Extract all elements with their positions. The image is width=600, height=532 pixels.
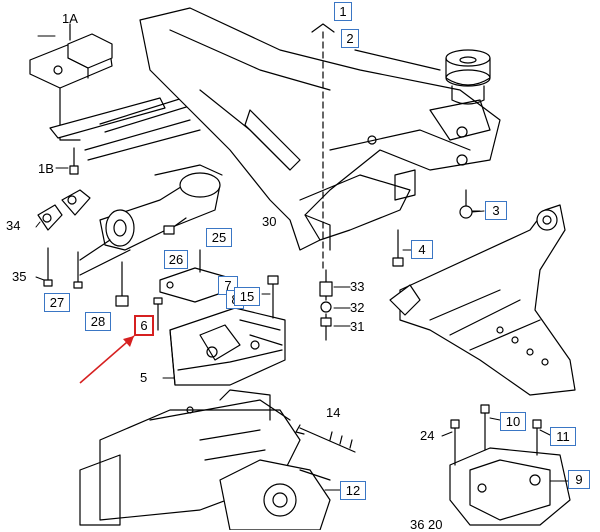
callout-32: 32: [350, 300, 365, 315]
callout-36: 36: [410, 517, 425, 532]
callout-24: 24: [420, 428, 435, 443]
callout-3: 3: [485, 201, 507, 220]
bolt-27: [73, 251, 83, 289]
bracket-1a: [29, 23, 113, 141]
subframe: [139, 7, 501, 251]
mount-9: [449, 404, 571, 526]
callout-12: 12: [340, 481, 366, 500]
callout-5: 5: [140, 370, 148, 385]
bracket-34: [37, 189, 91, 231]
rubber-mount: [445, 49, 491, 105]
bolt-3: [459, 189, 473, 219]
torque-rod: [79, 164, 223, 276]
callout-1b: 1B: [38, 161, 54, 176]
callout-20: 20: [428, 517, 443, 532]
callout-1: 1: [334, 2, 352, 21]
engine-mount: [153, 297, 286, 386]
highlight-arrow: [79, 335, 135, 384]
callout-4: 4: [411, 240, 433, 259]
callout-31: 31: [350, 319, 365, 334]
callout-6: 6: [134, 315, 154, 336]
callout-26: 26: [164, 250, 188, 269]
long-rail: [49, 79, 249, 161]
leader-lines: [35, 35, 569, 491]
callout-2: 2: [341, 29, 359, 48]
callout-11: 11: [550, 427, 576, 446]
bolt-4: [392, 229, 404, 267]
callout-34: 34: [6, 218, 21, 233]
callout-10: 10: [500, 412, 526, 431]
callout-1a: 1A: [62, 11, 78, 26]
callout-15: 15: [234, 287, 260, 306]
callout-30: 30: [262, 214, 277, 229]
callout-25: 25: [206, 228, 232, 247]
callout-33: 33: [350, 279, 365, 294]
bolt-14: [295, 424, 356, 453]
bolt-35: [43, 247, 53, 287]
callout-35: 35: [12, 269, 27, 284]
transmission-housing: [79, 389, 301, 526]
callout-9: 9: [568, 470, 590, 489]
bolt-stack: [319, 269, 333, 341]
bolt-28: [115, 261, 129, 307]
callout-27: 27: [44, 293, 70, 312]
bolt-1b: [69, 147, 79, 175]
bolt-25: [163, 217, 187, 235]
bracket-7: [159, 249, 231, 303]
control-arm: [389, 204, 576, 396]
callout-14: 14: [326, 405, 341, 420]
gear-housing: [219, 459, 331, 530]
callout-28: 28: [85, 312, 111, 331]
bolt-15: [267, 275, 279, 319]
